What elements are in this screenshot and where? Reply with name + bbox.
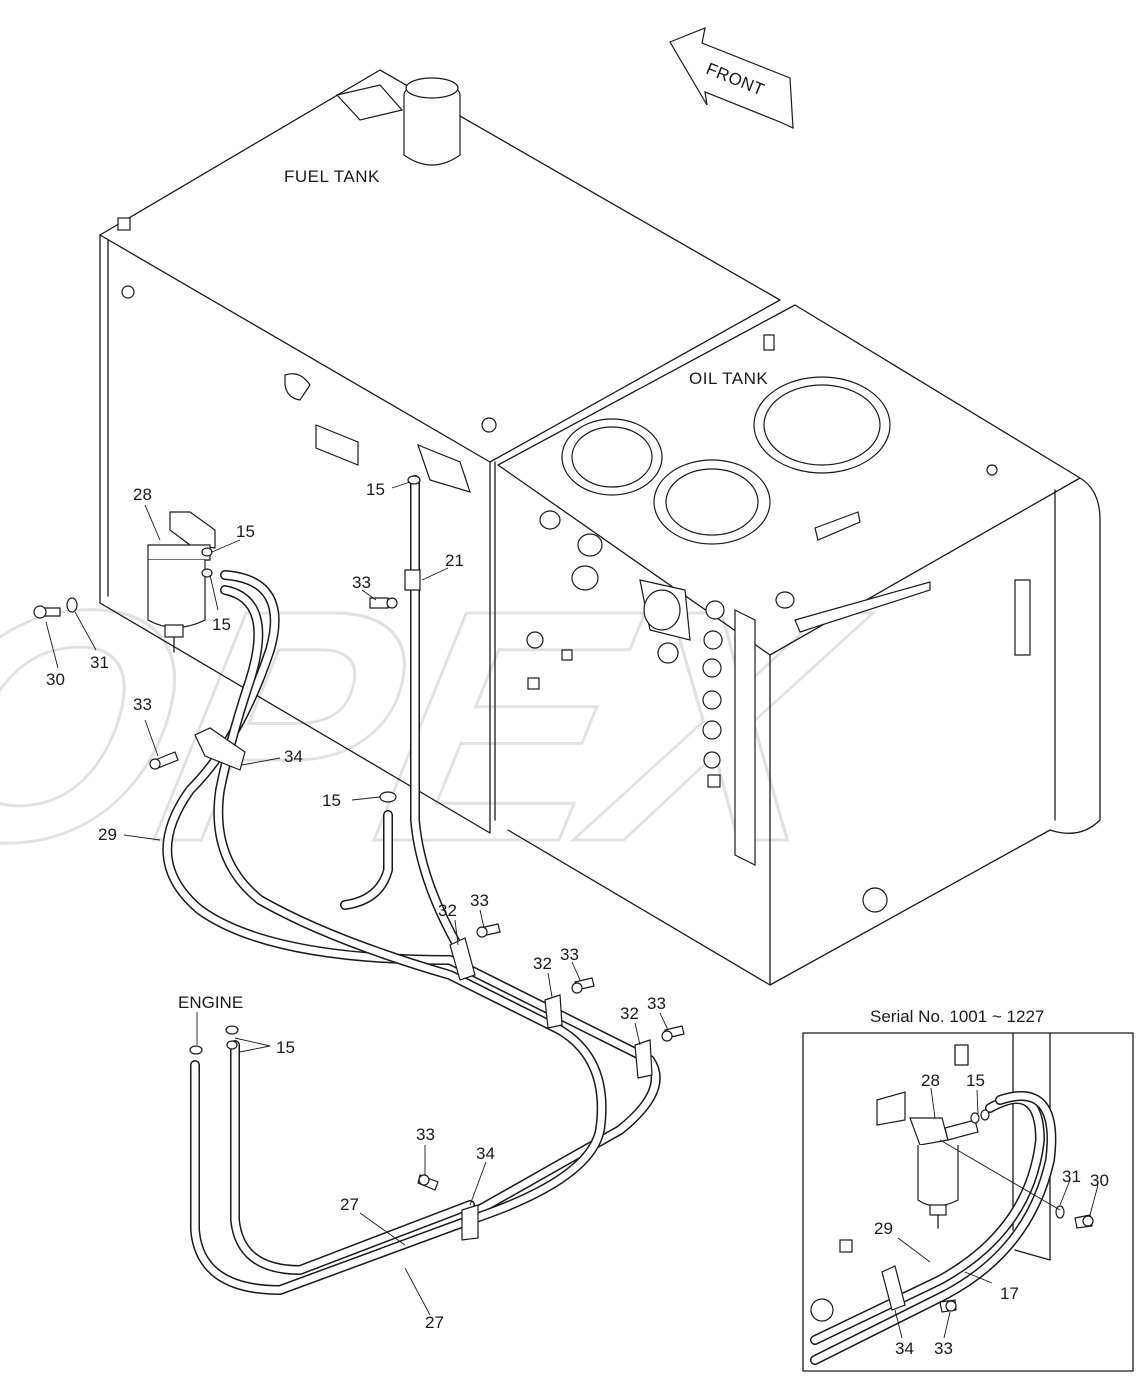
hose-27 — [190, 1040, 475, 1295]
front-arrow-icon: FRONT — [669, 27, 794, 129]
fuel-filter — [147, 511, 216, 653]
callout-30: 30 — [46, 670, 65, 689]
callout-15: 15 — [276, 1038, 295, 1057]
callout-32: 32 — [620, 1004, 639, 1023]
inset-detail: Serial No. 1001 ~ 1227 — [802, 1007, 1134, 1372]
callout-15: 15 — [366, 480, 385, 499]
inset-callout-15: 15 — [966, 1071, 985, 1090]
leader-lines — [45, 481, 669, 1316]
bolts — [33, 475, 685, 1191]
oil-tank: OIL TANK — [497, 304, 1101, 986]
callout-33: 33 — [470, 891, 489, 910]
callout-31: 31 — [90, 653, 109, 672]
clamp-34 — [194, 569, 653, 1241]
inset-title: Serial No. 1001 ~ 1227 — [870, 1007, 1044, 1026]
fuel-tank-label: FUEL TANK — [284, 167, 380, 186]
callout-15: 15 — [212, 615, 231, 634]
inset-callout-34: 34 — [895, 1339, 914, 1358]
inset-callout-30: 30 — [1090, 1171, 1109, 1190]
callout-34: 34 — [476, 1144, 495, 1163]
callout-33: 33 — [560, 945, 579, 964]
inset-callout-17: 17 — [1000, 1284, 1019, 1303]
callout-33: 33 — [647, 994, 666, 1013]
watermark-logo: OPEX — [0, 541, 889, 910]
callout-33: 33 — [352, 573, 371, 592]
callout-15: 15 — [236, 522, 255, 541]
inset-callout-29: 29 — [874, 1219, 893, 1238]
inset-callout-33: 33 — [934, 1339, 953, 1358]
callout-34: 34 — [284, 747, 303, 766]
callout-27: 27 — [340, 1195, 359, 1214]
callout-21: 21 — [445, 551, 464, 570]
callout-33: 33 — [416, 1125, 435, 1144]
inset-callout-28: 28 — [921, 1071, 940, 1090]
engine-label: ENGINE — [178, 993, 243, 1012]
callout-29: 29 — [98, 825, 117, 844]
callout-28: 28 — [133, 485, 152, 504]
callout-15: 15 — [322, 791, 341, 810]
callout-32: 32 — [533, 954, 552, 973]
hose-return — [340, 443, 471, 955]
oil-tank-label: OIL TANK — [689, 369, 768, 388]
callout-32: 32 — [438, 901, 457, 920]
callout-27: 27 — [425, 1313, 444, 1332]
callout-33: 33 — [133, 695, 152, 714]
fuel-tank: FRONT FUEL TANK — [99, 27, 794, 834]
hose-29b — [213, 585, 607, 1225]
inset-callout-31: 31 — [1062, 1167, 1081, 1186]
